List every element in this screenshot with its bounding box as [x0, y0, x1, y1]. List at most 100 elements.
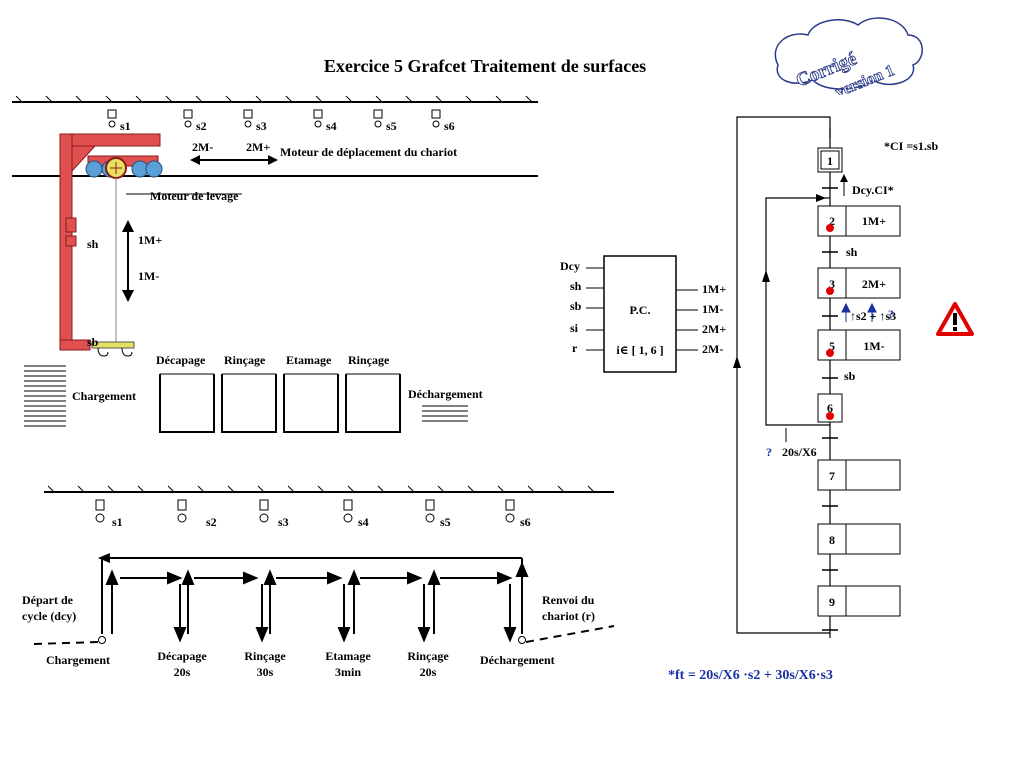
pc-input-r: r [572, 341, 578, 355]
lift-plus-label: 1M+ [138, 233, 162, 247]
sensor-label-s3: s3 [256, 119, 267, 133]
cycle-path [105, 561, 529, 643]
pc-input-sh: sh [570, 279, 582, 293]
ci-note: *CI =s1.sb [884, 139, 939, 153]
sensor-low-label: sb [87, 335, 99, 349]
transition-dcy: Dcy.CI* [852, 183, 894, 197]
station-etamage: Etamage [325, 649, 371, 663]
step-9: 9 [817, 585, 901, 617]
transition-20s: 20s/X6 [782, 445, 817, 459]
pc-input-si: si [570, 321, 579, 335]
question-mark-2: ? [766, 445, 772, 459]
step-2-num: 2 [829, 214, 835, 228]
bottom-sensor-s1: s1 [112, 515, 123, 529]
crane-figure: s1 s2 s3 s4 s5 s6 sh sb 2M- 2M+ Moteur d… [12, 96, 538, 433]
pc-name: P.C. [630, 303, 651, 317]
pc-block: P.C. i∈ [ 1, 6 ] Dcy sh sb si r 1M+ 1M- … [560, 255, 726, 373]
question-mark-1: ? [888, 307, 894, 321]
station-rincage-1: Rinçage [244, 649, 286, 663]
return-point [518, 636, 526, 644]
transition-sb: sb [844, 369, 856, 383]
station-decapage-time: 20s [174, 665, 191, 679]
motor-move-plus: 2M+ [246, 140, 270, 154]
ft-formula: *ft = 20s/X6 ·s2 + 30s/X6·s3 [668, 668, 833, 683]
start-label-line2: cycle (dcy) [22, 609, 76, 623]
station-dechargement: Déchargement [480, 653, 555, 667]
station-rincage-2: Rinçage [407, 649, 449, 663]
sensor-label-s4: s4 [326, 119, 337, 133]
step-1: 1 [817, 147, 843, 173]
step-9-num: 9 [829, 595, 835, 609]
motor-move-minus: 2M- [192, 140, 213, 154]
step-8-num: 8 [829, 533, 835, 547]
step-3-num: 3 [829, 277, 835, 291]
warning-icon [936, 302, 974, 336]
bottom-sensor-s5: s5 [440, 515, 451, 529]
sensor-label-s2: s2 [196, 119, 207, 133]
hook-bar [91, 341, 135, 349]
unload-label: Déchargement [408, 387, 483, 401]
step-2: 2 1M+ [817, 205, 901, 237]
cycle-figure: s1 s2 s3 s4 s5 s6 Départ de cycle (dcy) … [22, 485, 615, 679]
pc-output-2mplus: 2M+ [702, 322, 726, 336]
motor-move-label: Moteur de déplacement du chariot [280, 145, 457, 159]
step-6-num: 6 [827, 401, 833, 415]
step-2-action: 1M+ [862, 214, 886, 228]
hook-icon [97, 347, 109, 357]
station-label-1: Décapage [156, 353, 206, 367]
corrige-stamp: Corrigé version 1 [774, 17, 923, 95]
pc-input-sb: sb [570, 299, 582, 313]
load-stack [24, 365, 66, 427]
active-token [826, 412, 834, 420]
step-7-num: 7 [829, 469, 835, 483]
return-label-line2: chariot (r) [542, 609, 595, 623]
step-3: 3 2M+ [817, 267, 901, 299]
pc-output-1mplus: 1M+ [702, 282, 726, 296]
transition-sh: sh [846, 245, 858, 259]
lift-minus-label: 1M- [138, 269, 159, 283]
step-5: 5 1M- [817, 329, 901, 361]
top-sensors [107, 109, 441, 128]
sensor-label-s6: s6 [444, 119, 455, 133]
active-token [826, 349, 834, 357]
bottom-sensors [95, 499, 515, 523]
page-title: Exercice 5 Grafcet Traitement de surface… [323, 56, 647, 76]
sensor-high-label: sh [87, 237, 99, 251]
station-label-4: Rinçage [348, 353, 390, 367]
active-token [826, 287, 834, 295]
station-rincage-2-time: 20s [420, 665, 437, 679]
start-label-line1: Départ de [22, 593, 74, 607]
tanks [159, 373, 401, 433]
pc-output-2mminus: 2M- [702, 342, 723, 356]
bottom-sensor-s3: s3 [278, 515, 289, 529]
unload-stack [422, 405, 468, 422]
step-3-action: 2M+ [862, 277, 886, 291]
pc-output-1mminus: 1M- [702, 302, 723, 316]
pc-domain: i∈ [ 1, 6 ] [616, 343, 663, 357]
bottom-sensor-s6: s6 [520, 515, 531, 529]
step-5-num: 5 [829, 339, 835, 353]
station-etamage-time: 3min [335, 665, 361, 679]
active-token [826, 224, 834, 232]
step-7: 7 [817, 459, 901, 491]
station-decapage: Décapage [157, 649, 207, 663]
step-8: 8 [817, 523, 901, 555]
bottom-sensor-s4: s4 [358, 515, 369, 529]
step-1-num: 1 [827, 154, 833, 168]
motor-lift-label: Moteur de levage [150, 189, 239, 203]
station-label-3: Etamage [286, 353, 332, 367]
load-label: Chargement [72, 389, 136, 403]
trolley-wheels [85, 160, 163, 178]
sensor-label-s5: s5 [386, 119, 397, 133]
sensor-label-s1: s1 [120, 119, 131, 133]
transition-s2-s3: ↑s2 + ↑s3 [850, 309, 896, 323]
rising-edge-arrows [841, 302, 877, 322]
station-label-2: Rinçage [224, 353, 266, 367]
station-rincage-1-time: 30s [257, 665, 274, 679]
return-label-line1: Renvoi du [542, 593, 595, 607]
pc-input-dcy: Dcy [560, 259, 580, 273]
start-point [98, 636, 106, 644]
step-6: 6 [817, 393, 843, 423]
step-5-action: 1M- [863, 339, 884, 353]
grafcet: 1 Dcy.CI* *CI =s1.sb 2 1M+ sh 3 2M+ ↑s2 … [733, 116, 939, 638]
